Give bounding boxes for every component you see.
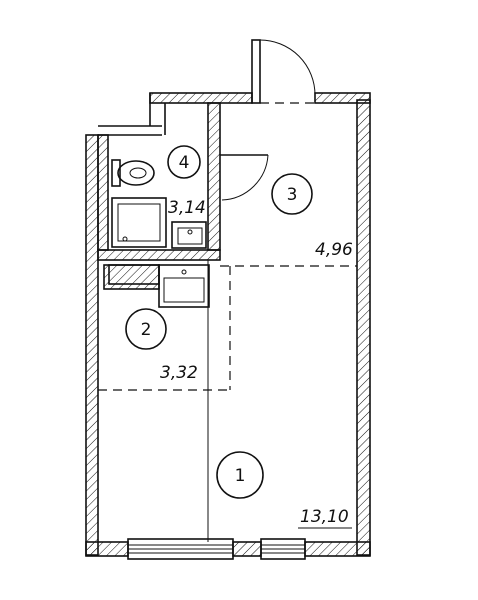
bathroom-wall-right [207,102,221,251]
room-2-area: 3,32 [160,363,198,383]
shower-tray-icon [111,197,167,248]
bottom-wall-mid [232,541,262,557]
right-wall [356,99,371,556]
room-2-marker: 2 [125,308,167,350]
bathroom-sink-icon [171,221,207,249]
room-3-area: 4,96 [315,240,353,260]
svg-text:1: 1 [235,466,246,486]
window-left [127,538,234,560]
bathroom-wall-bottom [97,249,221,261]
toilet-icon [111,159,155,187]
top-wall-right [314,92,371,104]
room-4-area: 3,14 [168,198,206,218]
bottom-wall-right [304,541,371,557]
room-1-area: 13,10 [300,507,349,527]
bathroom-door [220,154,269,201]
room-1-marker: 1 [216,451,264,499]
entrance-door [251,39,316,104]
svg-text:3: 3 [287,185,298,205]
room-4-marker: 4 [167,145,201,179]
room-3-marker: 3 [271,173,313,215]
svg-text:4: 4 [179,153,190,173]
svg-text:2: 2 [141,320,152,340]
top-wall-left [149,92,253,104]
bottom-wall-left [85,541,129,557]
bathroom-wall-left [97,134,109,251]
left-wall [85,134,99,556]
kitchen-counter [103,264,210,308]
window-right [260,538,306,560]
